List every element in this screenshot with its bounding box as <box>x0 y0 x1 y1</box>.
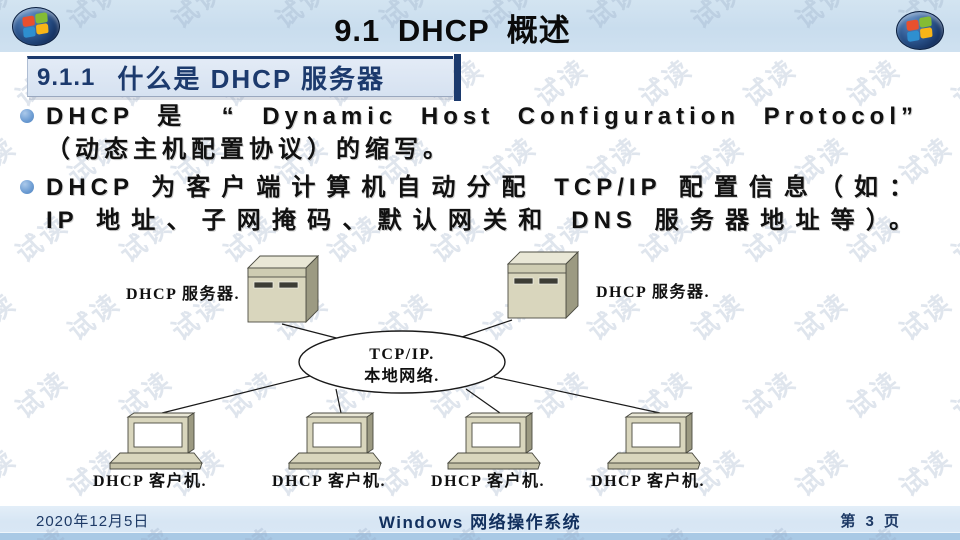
bullet-dot-icon <box>20 180 34 194</box>
network-label: 本地网络. <box>364 366 440 385</box>
network-link-line <box>493 376 661 414</box>
dhcp-server-left-icon <box>247 255 319 323</box>
dhcp-client-icon <box>607 412 701 470</box>
footer-band <box>0 506 960 532</box>
windows-logo-icon <box>12 7 60 46</box>
bullet-text-line: IP 地址、子网掩码、默认网关和 DNS 服务器地址等）。 <box>46 207 918 234</box>
footer-title: Windows 网络操作系统 <box>378 513 582 532</box>
section-right-bar <box>454 54 461 101</box>
network-link-line <box>335 388 342 414</box>
client-label: DHCP 客户机. <box>93 471 207 490</box>
footer-strip <box>0 532 960 540</box>
dhcp-client-icon <box>447 412 541 470</box>
section-header: 9.1.1 什么是 DHCP 服务器 <box>27 54 461 101</box>
bullet-item: DHCP 是 “ Dynamic Host Configuration Prot… <box>20 100 918 166</box>
network-link-line <box>161 375 311 414</box>
bullet-text-line: DHCP 是 “ Dynamic Host Configuration Prot… <box>46 103 918 130</box>
bullet-item: DHCP 为客户端计算机自动分配 TCP/IP 配置信息（如： IP 地址、子网… <box>20 171 918 237</box>
windows-logo-icon <box>896 11 944 50</box>
network-link-line <box>465 388 501 414</box>
footer-page-number: 第 3 页 <box>840 513 902 530</box>
network-cloud <box>298 330 506 394</box>
bullet-text-line: DHCP 为客户端计算机自动分配 TCP/IP 配置信息（如： <box>46 174 918 201</box>
dhcp-client-icon <box>109 412 203 470</box>
dhcp-server-right-icon <box>507 251 579 319</box>
footer-date: 2020年12月5日 <box>36 513 150 530</box>
bullet-text-line: （动态主机配置协议）的缩写。 <box>46 136 452 163</box>
title-band <box>0 0 960 52</box>
server-left-label: DHCP 服务器. <box>126 284 240 303</box>
slide-title: 9.1 DHCP 概述 <box>334 13 571 48</box>
client-label: DHCP 客户机. <box>272 471 386 490</box>
network-diagram: TCP/IP. 本地网络. DHCP 服务器. DHCP 服务器. DHCP 客… <box>93 251 710 490</box>
windows-orb <box>896 11 944 50</box>
bullet-list: DHCP 是 “ Dynamic Host Configuration Prot… <box>20 100 918 237</box>
network-link-line <box>455 319 513 340</box>
client-label: DHCP 客户机. <box>431 471 545 490</box>
client-label: DHCP 客户机. <box>591 471 705 490</box>
section-number: 9.1.1 <box>37 63 96 91</box>
network-label: TCP/IP. <box>369 346 434 363</box>
section-heading: 什么是 DHCP 服务器 <box>117 64 386 94</box>
dhcp-client-icon <box>288 412 382 470</box>
windows-orb <box>12 7 60 46</box>
bullet-dot-icon <box>20 109 34 123</box>
server-right-label: DHCP 服务器. <box>596 282 710 301</box>
